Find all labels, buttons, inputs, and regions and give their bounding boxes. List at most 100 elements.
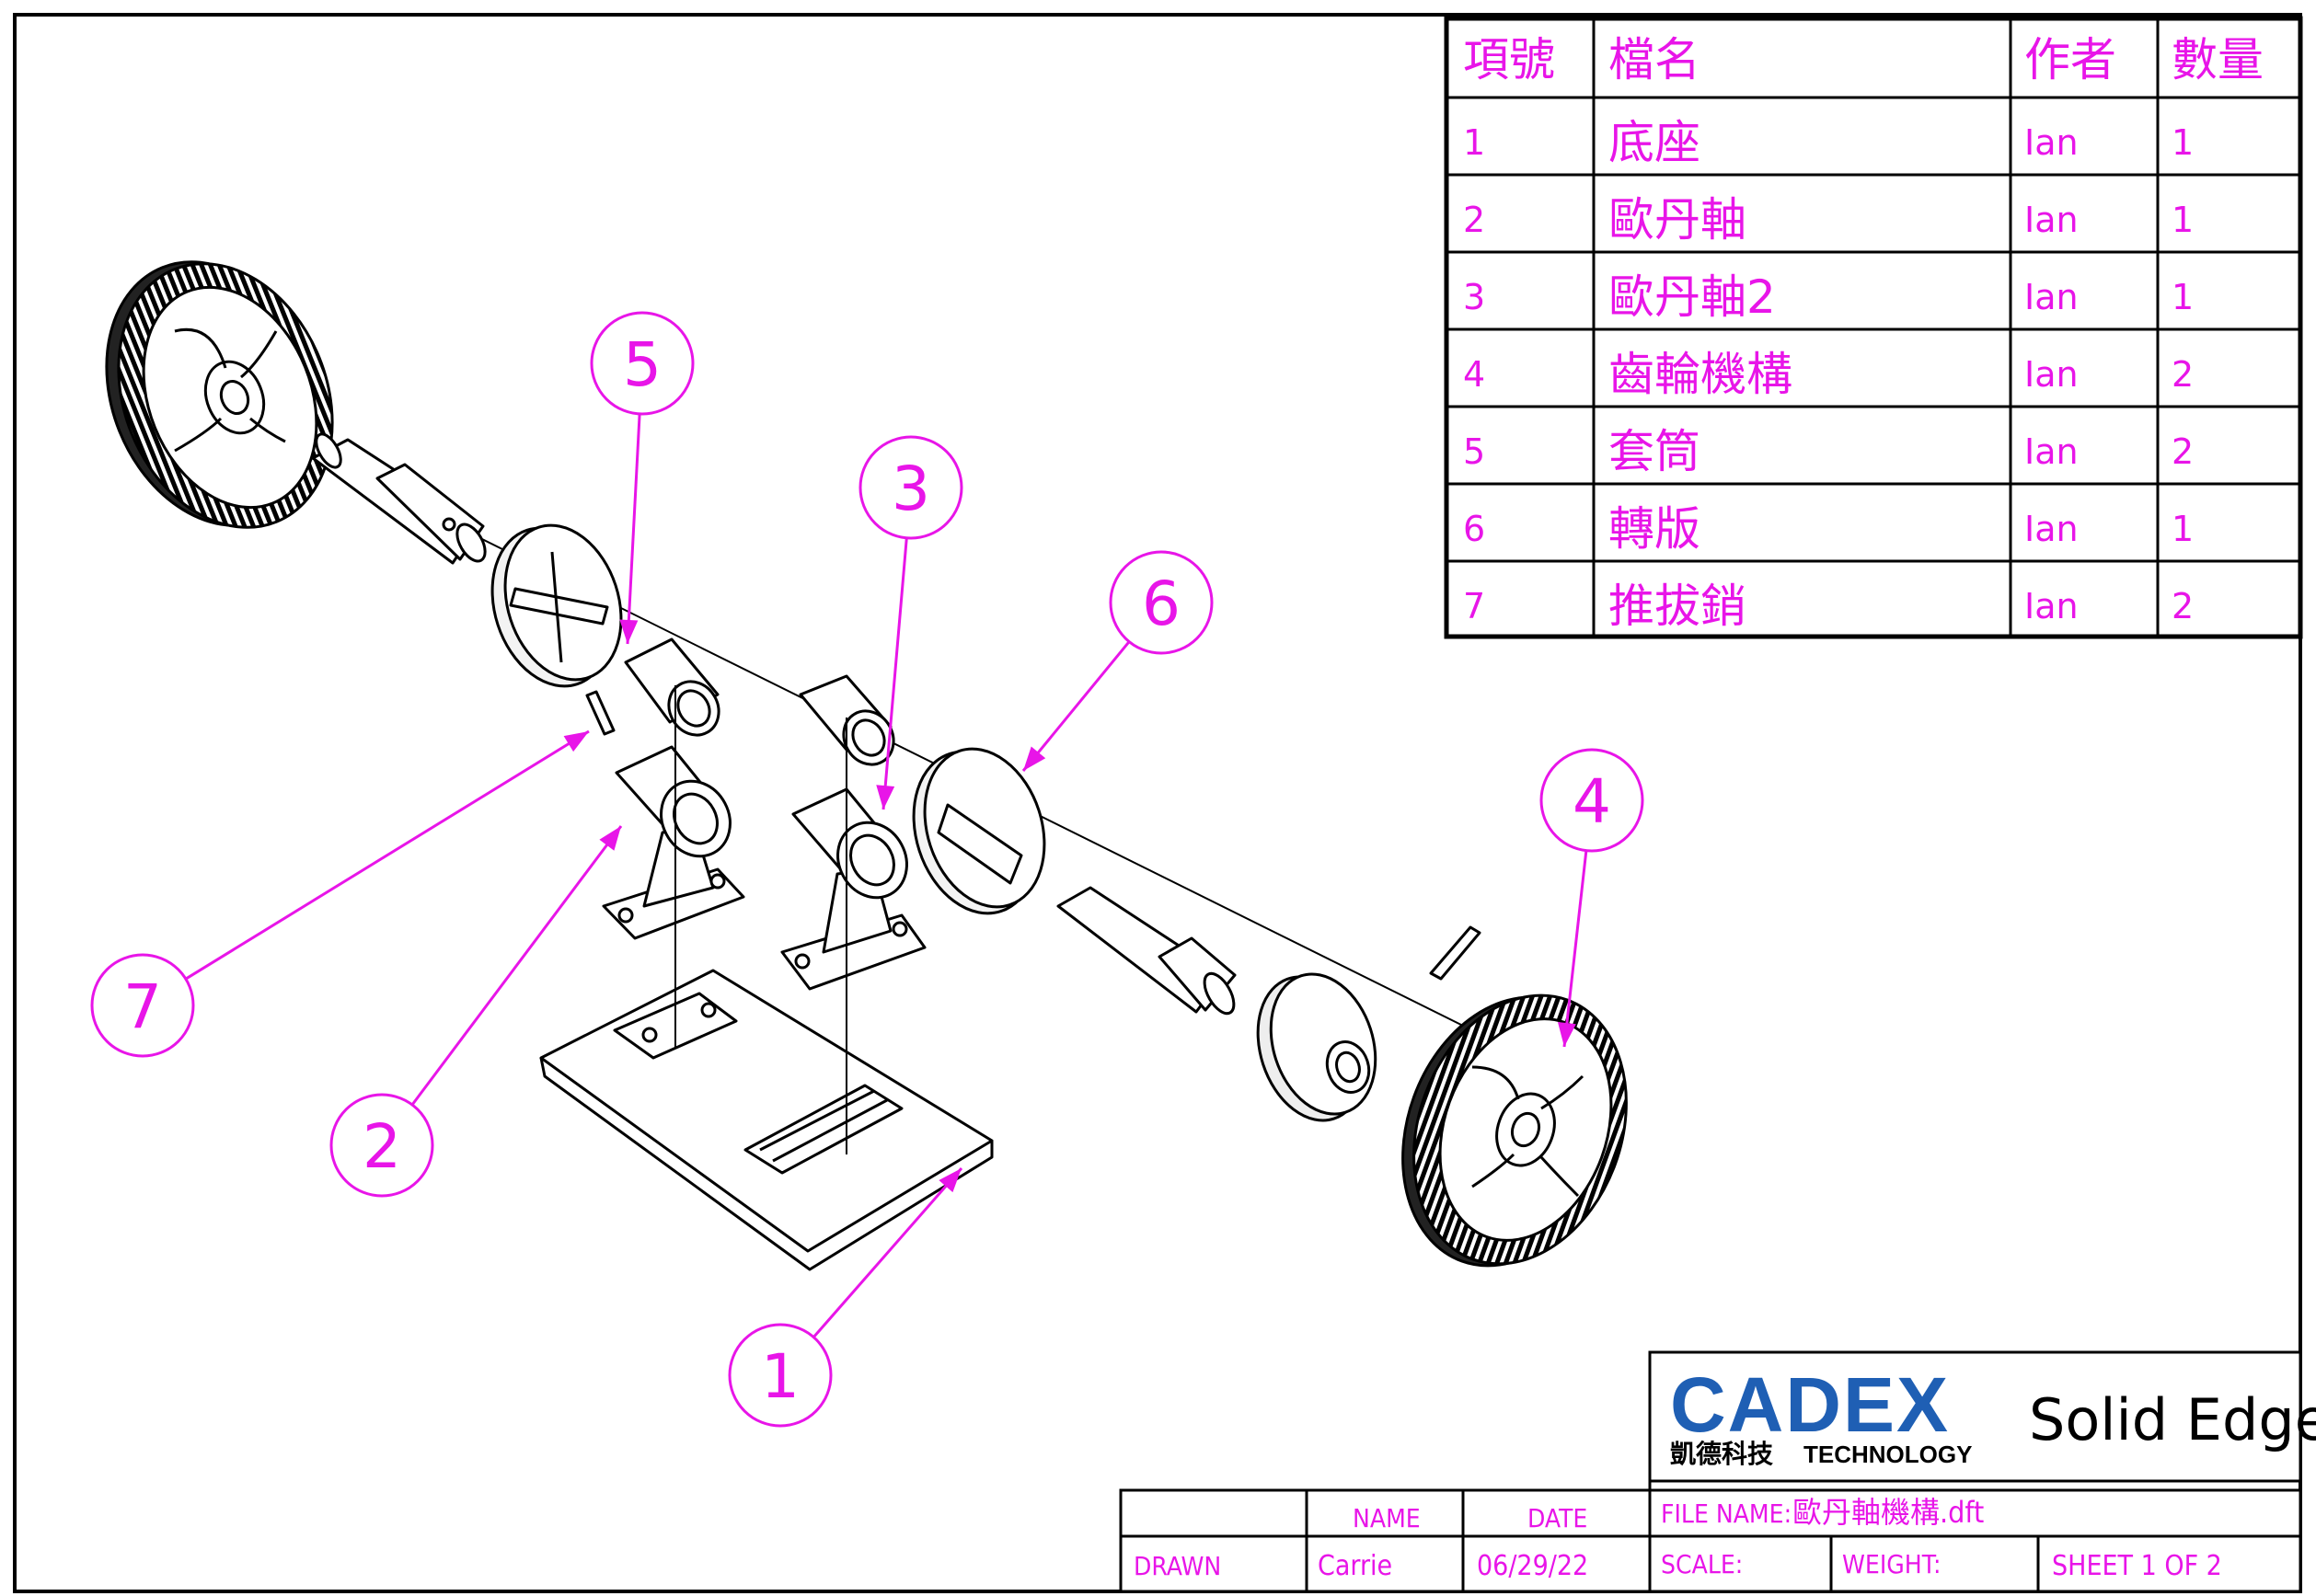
bom-cell-r5-c0: 5 [1463,431,1485,472]
balloon-4: 4 [1539,748,1644,1048]
bom-cell-r3-c1: 歐丹軸2 [1608,270,1776,324]
drawn-date: 06/29/22 [1477,1550,1588,1582]
leader-line-1 [812,1167,963,1338]
bom-cell-r6-c0: 6 [1463,509,1485,549]
balloon-label-1: 1 [761,1341,800,1412]
bearing-stand-left [602,745,745,940]
leader-arrow-1 [939,1168,962,1193]
bom-cell-r4-c1: 齒輪機構 [1608,348,1792,401]
balloon-label-6: 6 [1142,568,1181,639]
product-name: Solid Edge [2029,1386,2316,1453]
oldham-disc-right [912,747,1046,915]
balloon-5: 5 [590,311,695,645]
bom-cell-r1-c3: 1 [2172,122,2194,163]
name-header: NAME [1353,1503,1421,1533]
oldham-shaft-right [1056,886,1237,1016]
drawn-name: Carrie [1318,1550,1392,1582]
bom-cell-r1-c1: 底座 [1608,116,1700,169]
bom-cell-r4-c2: Ian [2024,354,2079,395]
bom-cell-r3-c3: 1 [2172,277,2194,317]
balloon-circle-1 [728,1323,833,1428]
bom-cell-r1-c2: Ian [2024,122,2079,163]
bom-cell-r6-c2: Ian [2024,509,2079,549]
balloon-label-2: 2 [363,1111,401,1182]
bom-cell-r7-c0: 7 [1463,586,1485,626]
balloon-circle-3 [858,435,963,540]
weight-label: WEIGHT: [1842,1549,1942,1579]
leader-line-2 [410,825,623,1106]
bom-cell-r4-c3: 2 [2172,354,2194,395]
bom-header-2: 作者 [2024,33,2116,86]
bom-cell-r3-c2: Ian [2024,277,2079,317]
balloon-circle-2 [329,1093,434,1198]
leader-arrow-7 [563,731,589,752]
balloon-7: 7 [90,729,590,1058]
exploded-assembly [105,260,1628,1271]
sleeve-right [799,674,895,766]
bom-cell-r2-c3: 1 [2172,200,2194,240]
bom-cell-r5-c1: 套筒 [1608,425,1700,478]
sheet-number: SHEET 1 OF 2 [2052,1550,2222,1582]
bom-cell-r5-c3: 2 [2172,431,2194,472]
gear-right [1401,993,1628,1268]
balloon-circle-6 [1109,550,1214,655]
leader-arrow-3 [876,785,895,809]
balloon-circle-7 [90,953,195,1058]
file-name-label: FILE NAME: [1661,1498,1792,1529]
leader-line-3 [881,537,908,810]
oldham-shaft-left [311,432,487,565]
balloon-6: 6 [1021,550,1214,772]
date-header: DATE [1527,1503,1587,1533]
drawn-label: DRAWN [1134,1551,1221,1581]
title-block: NAME DATE DRAWN Carrie 06/29/22 FILE NAM… [1119,1481,2302,1593]
logo-subtitle-en: TECHNOLOGY [1803,1441,1972,1468]
oldham-disc-left [490,523,623,688]
scale-label: SCALE: [1661,1549,1743,1579]
logo-subtitle-cn: 凱德科技 [1670,1439,1773,1469]
bom-header-3: 數量 [2172,33,2264,86]
bearing-stand-right [780,787,927,991]
balloon-2: 2 [329,825,623,1198]
balloon-1: 1 [728,1167,963,1428]
leader-line-5 [626,413,641,645]
bom-cell-r2-c2: Ian [2024,200,2079,240]
balloon-label-5: 5 [623,329,662,400]
balloon-circle-5 [590,311,695,416]
gear-left [105,260,334,529]
leader-arrow-4 [1557,1022,1576,1047]
file-name: 歐丹軸機構.dft [1792,1495,1984,1530]
bom-cell-r6-c3: 1 [2172,509,2194,549]
bom-cell-r7-c2: Ian [2024,586,2079,626]
leader-arrow-2 [599,826,621,851]
balloon-label-3: 3 [892,454,930,524]
leader-arrow-6 [1023,746,1046,771]
bom-cell-r2-c0: 2 [1463,200,1485,240]
bom-cell-r2-c1: 歐丹軸 [1608,193,1746,247]
leader-arrow-5 [619,619,639,644]
balloon-3: 3 [858,435,963,810]
bom-header-0: 項號 [1463,33,1555,86]
balloon-callouts: 1 2 3 4 5 6 7 [90,311,1644,1428]
bom-cell-r4-c0: 4 [1463,354,1485,395]
balloon-label-7: 7 [123,971,162,1042]
bom-cell-r5-c2: Ian [2024,431,2079,472]
leader-line-4 [1562,850,1588,1048]
bom-cell-r3-c0: 3 [1463,277,1485,317]
logo-area: CADEX 凱德科技 TECHNOLOGY Solid Edge [1648,1350,2316,1483]
bom-cell-r7-c3: 2 [2172,586,2194,626]
taper-pin-left [585,690,616,736]
bom-cell-r1-c0: 1 [1463,122,1485,163]
balloon-circle-4 [1539,748,1644,853]
bom-cell-r7-c1: 推拔銷 [1608,580,1746,633]
sleeve-left [624,637,720,737]
leader-line-7 [185,729,590,981]
taper-pin-right [1429,925,1481,981]
base-plate [539,969,994,1271]
balloon-label-4: 4 [1573,766,1611,837]
bom-cell-r6-c1: 轉版 [1608,502,1700,556]
cadex-logo: CADEX [1670,1361,1950,1448]
leader-line-6 [1021,640,1131,772]
gear-hub-right [1256,972,1377,1122]
